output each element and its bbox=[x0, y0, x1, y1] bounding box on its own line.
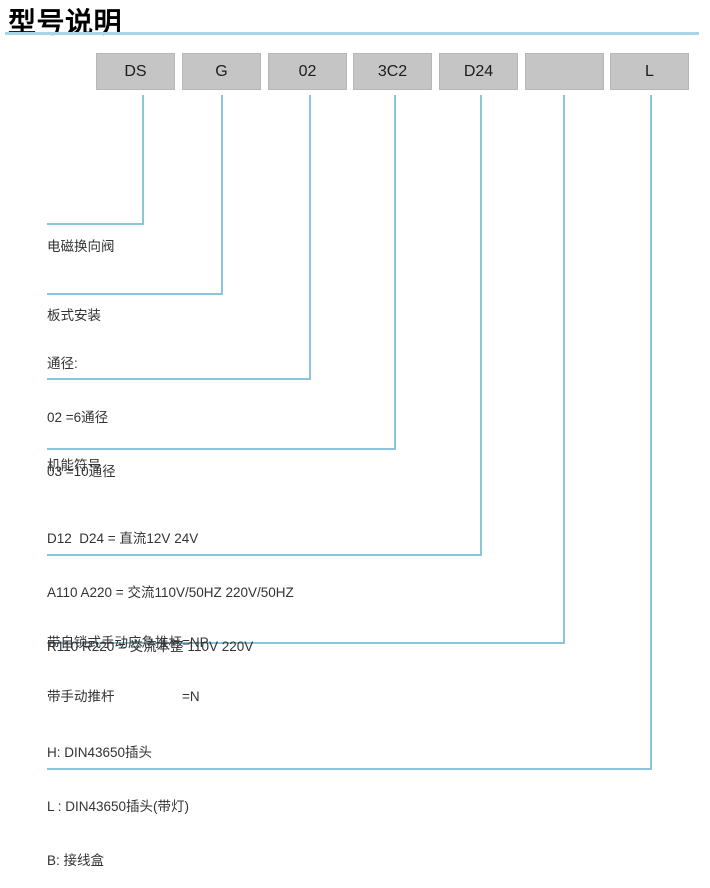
model-segment-label: D24 bbox=[463, 62, 494, 80]
connector-horizontal-1 bbox=[47, 223, 144, 225]
connector-horizontal-7 bbox=[47, 768, 652, 770]
connector-vertical-5 bbox=[480, 95, 482, 554]
legend-label: 板式安装 bbox=[47, 308, 101, 323]
legend-label: 带手动推杆 bbox=[47, 689, 115, 704]
model-segment-label: L bbox=[645, 62, 654, 80]
legend-label: L : DIN43650插头(带灯) bbox=[47, 799, 190, 814]
legend-label: 03 =10通径 bbox=[47, 464, 116, 479]
legend-label: D12 D24 = 直流12V 24V bbox=[47, 531, 199, 546]
model-segment-box-empty bbox=[525, 53, 604, 90]
model-segment-box-ds: DS bbox=[96, 53, 175, 90]
legend-label: 02 =6通径 bbox=[47, 410, 109, 425]
connector-vertical-6 bbox=[563, 95, 565, 642]
connector-horizontal-5 bbox=[47, 554, 482, 556]
legend-section-valve-type: 电磁换向阀 bbox=[47, 202, 115, 274]
model-segment-label: DS bbox=[124, 62, 147, 80]
legend-label: 机能符号 bbox=[47, 458, 101, 473]
model-segment-box-3c2: 3C2 bbox=[353, 53, 432, 90]
connector-vertical-3 bbox=[309, 95, 311, 378]
legend-label: 电磁换向阀 bbox=[47, 239, 115, 254]
legend-label: H: DIN43650插头 bbox=[47, 745, 153, 760]
legend-value: =N bbox=[182, 689, 200, 704]
legend-section-connector-type: H: DIN43650插头 L : DIN43650插头(带灯) B: 接线盒 bbox=[47, 708, 189, 888]
connector-vertical-4 bbox=[394, 95, 396, 448]
model-segment-label: G bbox=[215, 62, 228, 80]
connector-vertical-2 bbox=[221, 95, 223, 293]
legend-value: =NP bbox=[182, 635, 209, 650]
legend-section-mounting: 板式安装 bbox=[47, 271, 101, 343]
model-segment-box-d24: D24 bbox=[439, 53, 518, 90]
connector-horizontal-3 bbox=[47, 378, 311, 380]
connector-horizontal-2 bbox=[47, 293, 223, 295]
page-title: 型号说明 bbox=[8, 7, 123, 38]
legend-row: 带手动推杆 =N bbox=[47, 688, 209, 706]
legend-label: R110 R220 = 交流本整 110V 220V bbox=[47, 639, 254, 654]
legend-label: 通径: bbox=[47, 356, 78, 371]
legend-section-voltage: D12 D24 = 直流12V 24V A110 A220 = 交流110V/5… bbox=[47, 494, 294, 674]
connector-vertical-7 bbox=[650, 95, 652, 768]
connector-vertical-1 bbox=[142, 95, 144, 223]
model-segment-box-g: G bbox=[182, 53, 261, 90]
legend-section-nominal-size: 通径: 02 =6通径 03 =10通径 bbox=[47, 319, 116, 499]
legend-label: B: 接线盒 bbox=[47, 853, 105, 868]
legend-section-function-symbol: 机能符号 bbox=[47, 421, 101, 493]
title-underline bbox=[5, 32, 699, 35]
legend-label: A110 A220 = 交流110V/50HZ 220V/50HZ bbox=[47, 585, 294, 600]
legend-label: 带自锁式手动应急推杆 bbox=[47, 635, 182, 650]
connector-horizontal-6 bbox=[47, 642, 565, 644]
model-segment-box-02: 02 bbox=[268, 53, 347, 90]
model-segment-label: 3C2 bbox=[377, 62, 408, 80]
legend-row: 带自锁式手动应急推杆 =NP bbox=[47, 634, 209, 652]
legend-section-manual-override: 带自锁式手动应急推杆 =NP 带手动推杆 =N bbox=[47, 598, 209, 724]
model-segment-label: 02 bbox=[298, 62, 317, 80]
model-segment-box-l: L bbox=[610, 53, 689, 90]
connector-horizontal-4 bbox=[47, 448, 396, 450]
